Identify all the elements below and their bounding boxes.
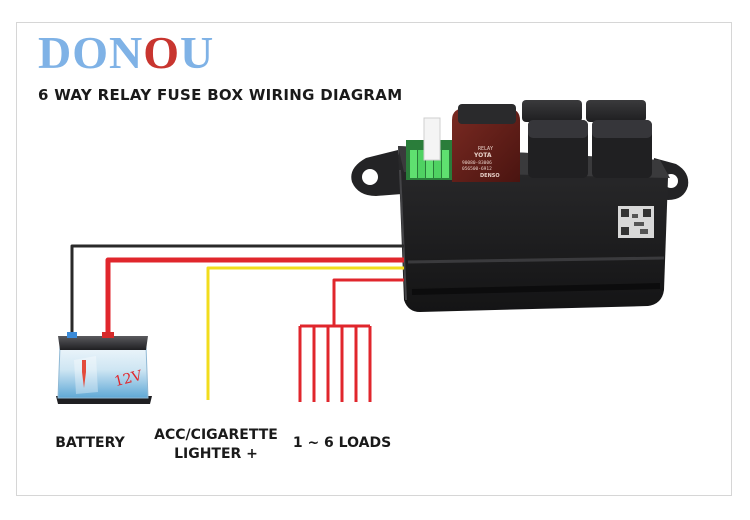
- black-wire: [70, 244, 404, 336]
- relay-text-2: YOTA: [473, 152, 492, 159]
- relay-text-1: RELAY: [478, 146, 493, 152]
- brown-relay: RELAY YOTA 90080-83006 056500-6912 DENSO: [452, 108, 520, 182]
- fuse-3: [426, 150, 433, 178]
- black-relays: [458, 100, 652, 178]
- fuse-box-body: [398, 146, 668, 312]
- battery-positive-terminal: [102, 332, 114, 338]
- acc-wire: [206, 266, 404, 400]
- acc-label-line-1: ACC/CIGARETTE: [154, 427, 278, 443]
- battery-positive-wire: [105, 257, 404, 338]
- battery-indicator: [82, 360, 86, 388]
- fuse-5: [442, 150, 449, 178]
- battery-lid: [58, 336, 148, 350]
- relay-back-2: [522, 100, 582, 122]
- qr-block-2: [643, 209, 651, 217]
- fuse-box: RELAY YOTA 90080-83006 056500-6912 DENSO: [351, 100, 689, 312]
- battery-glow: [74, 356, 98, 394]
- diagram-title: 6 WAY RELAY FUSE BOX WIRING DIAGRAM: [38, 86, 403, 104]
- relay-text-5: DENSO: [480, 173, 500, 179]
- loads-feed-wire: [332, 278, 404, 326]
- white-connector: [423, 117, 441, 161]
- acc-label-line-2: LIGHTER +: [174, 446, 258, 462]
- mounting-hole-left: [362, 169, 378, 185]
- qr-block-5: [634, 222, 644, 226]
- fuse-box-edge-left: [399, 169, 407, 301]
- acc-label: ACC/CIGARETTE LIGHTER +: [148, 426, 284, 464]
- fuse-box-shelf: [407, 256, 665, 264]
- wires: [70, 244, 404, 402]
- load-wires: [298, 326, 372, 402]
- brown-relay-body: [452, 108, 520, 182]
- qr-label: [618, 206, 654, 238]
- battery-voltage-label: 12V: [113, 368, 145, 390]
- fuse-box-base: [411, 283, 661, 295]
- battery-icon: 12V: [56, 332, 152, 404]
- fuse-1: [410, 150, 417, 178]
- relay-front-3-top: [592, 120, 652, 138]
- relay-text-4: 056500-6912: [462, 166, 492, 172]
- fuse-2: [418, 150, 425, 178]
- relay-back-3: [586, 100, 646, 122]
- relay-text-3: 90080-83006: [462, 160, 492, 166]
- battery-label: BATTERY: [55, 435, 125, 451]
- qr-block-3: [621, 227, 629, 235]
- qr-block-1: [621, 209, 629, 217]
- brand-logo: DONOU: [38, 27, 215, 78]
- battery-negative-terminal: [67, 332, 77, 338]
- relay-front-2-top: [528, 120, 588, 138]
- qr-block-4: [632, 214, 638, 218]
- fuse-4: [434, 150, 441, 178]
- loads-label: 1 ~ 6 LOADS: [292, 435, 392, 451]
- qr-block-6: [640, 229, 648, 234]
- relay-back-1: [458, 104, 516, 124]
